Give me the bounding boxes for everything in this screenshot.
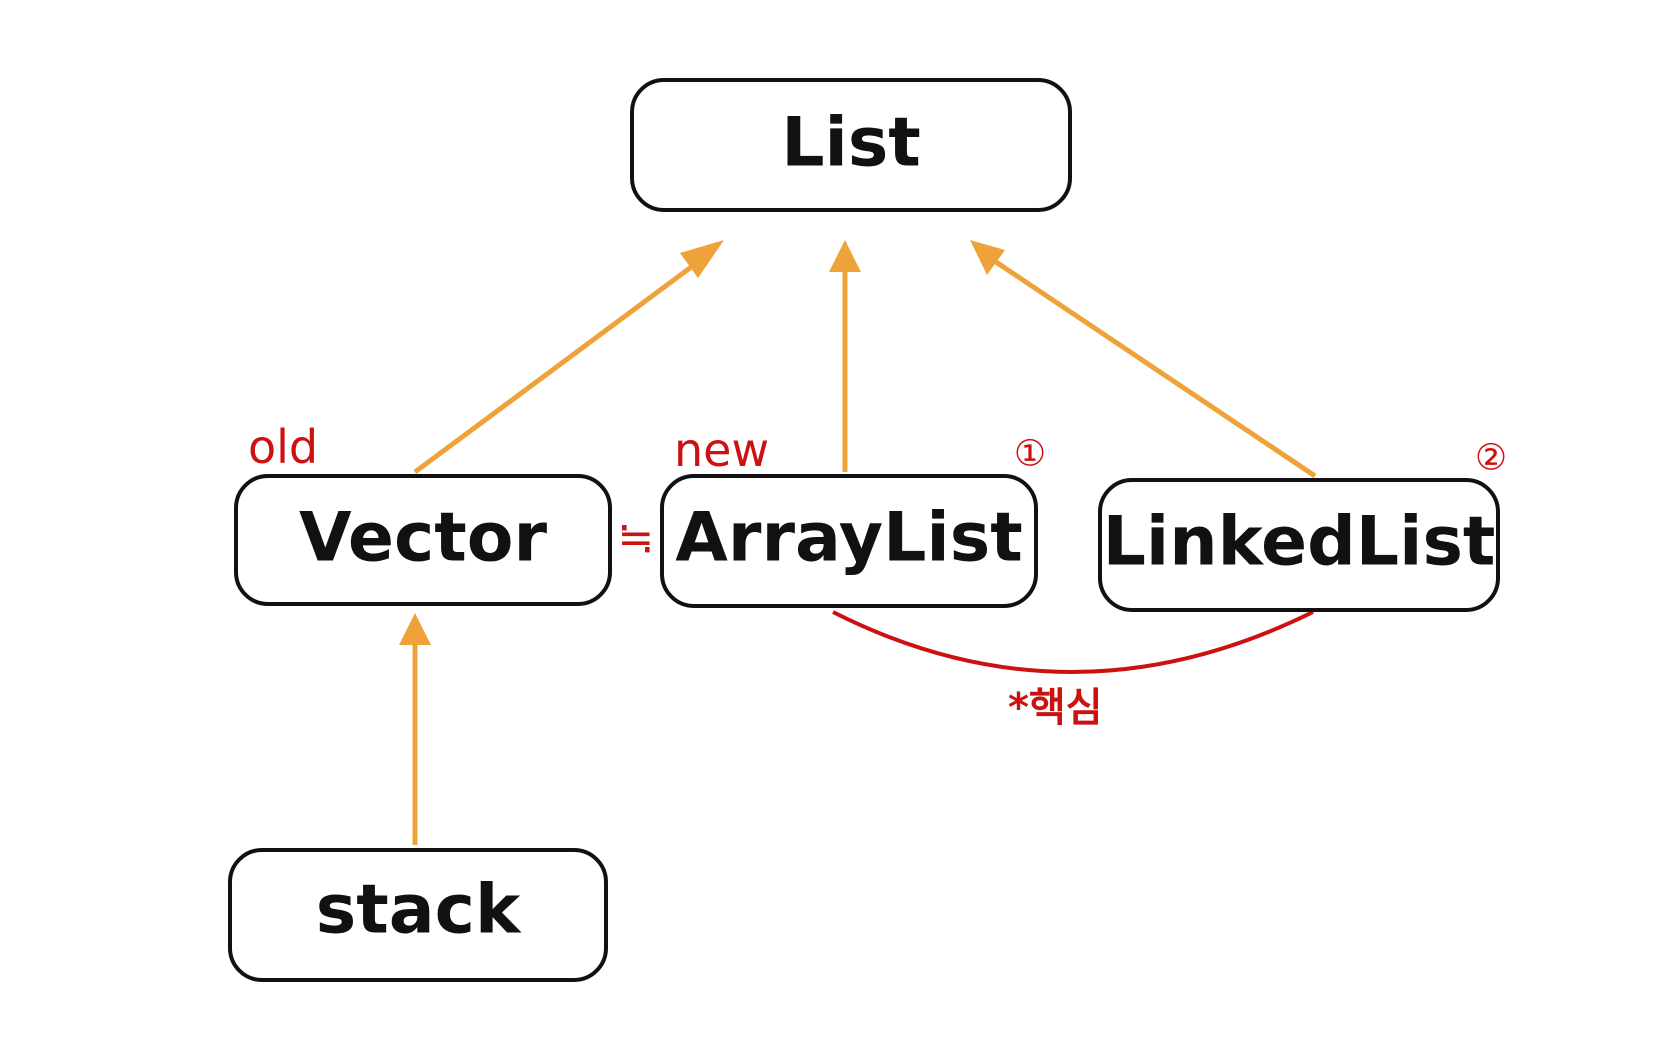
- arraylist-linkedlist-bracket: [832, 610, 1314, 674]
- annotation-approx-equal: ≒: [618, 513, 655, 564]
- node-arraylist: ArrayList: [660, 474, 1038, 608]
- annotation-old: old: [248, 420, 318, 474]
- annotation-new: new: [674, 423, 769, 477]
- node-linkedlist: LinkedList: [1098, 478, 1500, 612]
- node-stack-label: stack: [316, 871, 522, 950]
- node-linkedlist-label: LinkedList: [1103, 503, 1496, 582]
- node-vector-label: Vector: [299, 499, 548, 578]
- node-list-label: List: [781, 104, 921, 183]
- arrow-stack-to-vector: [399, 613, 431, 845]
- node-vector: Vector: [234, 474, 612, 606]
- node-list: List: [630, 78, 1072, 212]
- arrow-arraylist-to-list: [829, 240, 861, 472]
- node-stack: stack: [228, 848, 608, 982]
- annotation-marker-2: ②: [1475, 438, 1507, 479]
- arrow-linkedlist-to-list: [970, 240, 1317, 479]
- node-arraylist-label: ArrayList: [675, 499, 1022, 578]
- annotation-key-note: *핵심: [1008, 685, 1103, 731]
- arrow-vector-to-list: [413, 240, 724, 475]
- annotation-marker-1: ①: [1014, 434, 1046, 475]
